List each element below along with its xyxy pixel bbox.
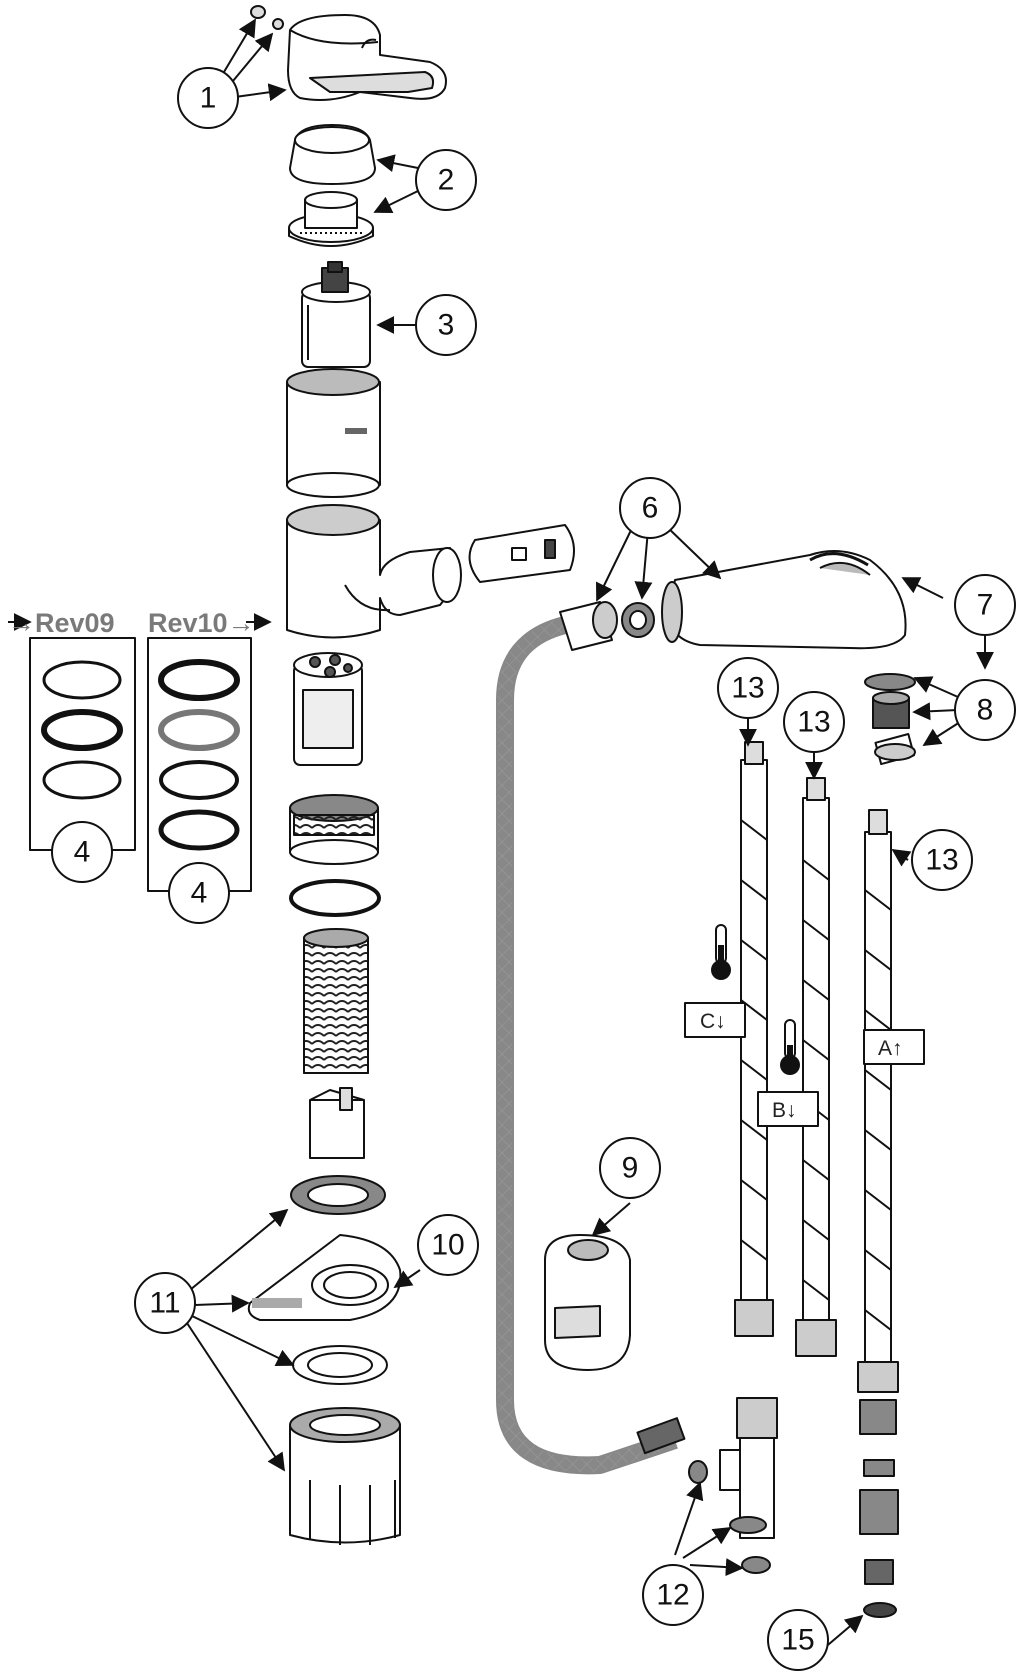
tap-body-spout [286,504,462,639]
callout-8: 8 [977,694,994,727]
hose-tag-c: C↓ [700,1010,726,1033]
cover-cap [289,124,376,185]
aerator-parts [864,673,916,766]
flat-washer [292,1345,388,1385]
check-valve [309,1087,365,1159]
supply-hose-b [795,777,837,1357]
o-ring [289,879,381,917]
mounting-nut [289,1407,401,1545]
hose-connector [559,601,686,1455]
callout-1: 1 [200,82,217,115]
hose-tag-b: B↓ [772,1099,797,1122]
callout-15: 15 [781,1624,814,1657]
flat-washer-grey [290,1175,386,1215]
callout-11: 11 [149,1287,180,1320]
cartridge-nut [288,191,374,247]
callout-13-c: 13 [731,672,764,705]
supply-hose-c [734,741,774,1337]
lever-handle [250,5,447,101]
threaded-ring [289,794,379,865]
base-plate [247,1234,402,1321]
callout-3: 3 [438,309,455,342]
callout-7: 7 [977,589,994,622]
spray-head [661,550,907,650]
revision-label-rev10: Rev10→ [148,608,255,638]
thermometer-icon [780,1019,800,1075]
thermometer-icon [711,924,731,980]
body-sleeve [286,368,381,498]
callout-9: 9 [622,1152,639,1185]
t-connector [688,1397,778,1574]
callout-4-rev09: 4 [74,836,91,869]
hose-weight [544,1234,631,1371]
callout-13-b: 13 [797,706,830,739]
hose-guide [468,524,575,583]
callout-2: 2 [438,164,455,197]
callout-13-a: 13 [925,844,958,877]
callout-12: 12 [656,1579,689,1612]
callout-4-rev10: 4 [191,877,208,910]
callout-6: 6 [642,492,659,525]
revision-label-rev09: →Rev09 [8,608,115,638]
filter-insert [293,652,363,766]
callout-10: 10 [431,1229,464,1262]
spring-coil [303,928,369,1074]
hose-tag-a: A↑ [878,1037,903,1060]
supply-hose-a [857,809,899,1618]
leader-arrows [184,18,994,1651]
oring-kit-rev09-box [29,637,136,851]
cartridge [301,261,371,368]
